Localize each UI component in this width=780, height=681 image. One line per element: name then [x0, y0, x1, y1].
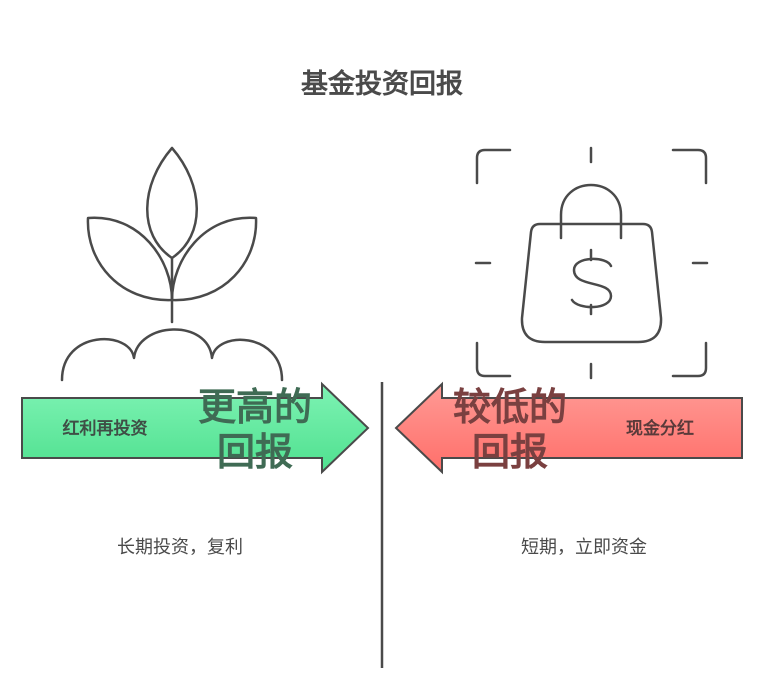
dividend-reinvest-label: 红利再投资 [63, 418, 148, 439]
shopping-bag-dollar-icon [474, 146, 709, 380]
cash-dividend-label: 现金分红 [626, 418, 694, 439]
higher-return-line1: 更高的 [198, 385, 312, 429]
dividend-reinvest-arrow [21, 381, 370, 475]
plant-icon [60, 146, 284, 382]
left-caption: 长期投资，复利 [117, 537, 243, 558]
right-caption: 短期，立即资金 [521, 537, 647, 558]
higher-return-line2: 回报 [217, 430, 293, 474]
lower-return-line2: 回报 [472, 430, 548, 474]
cash-dividend-arrow [394, 381, 743, 475]
lower-return-line1: 较低的 [453, 385, 567, 429]
diagram-title: 基金投资回报 [301, 68, 463, 100]
